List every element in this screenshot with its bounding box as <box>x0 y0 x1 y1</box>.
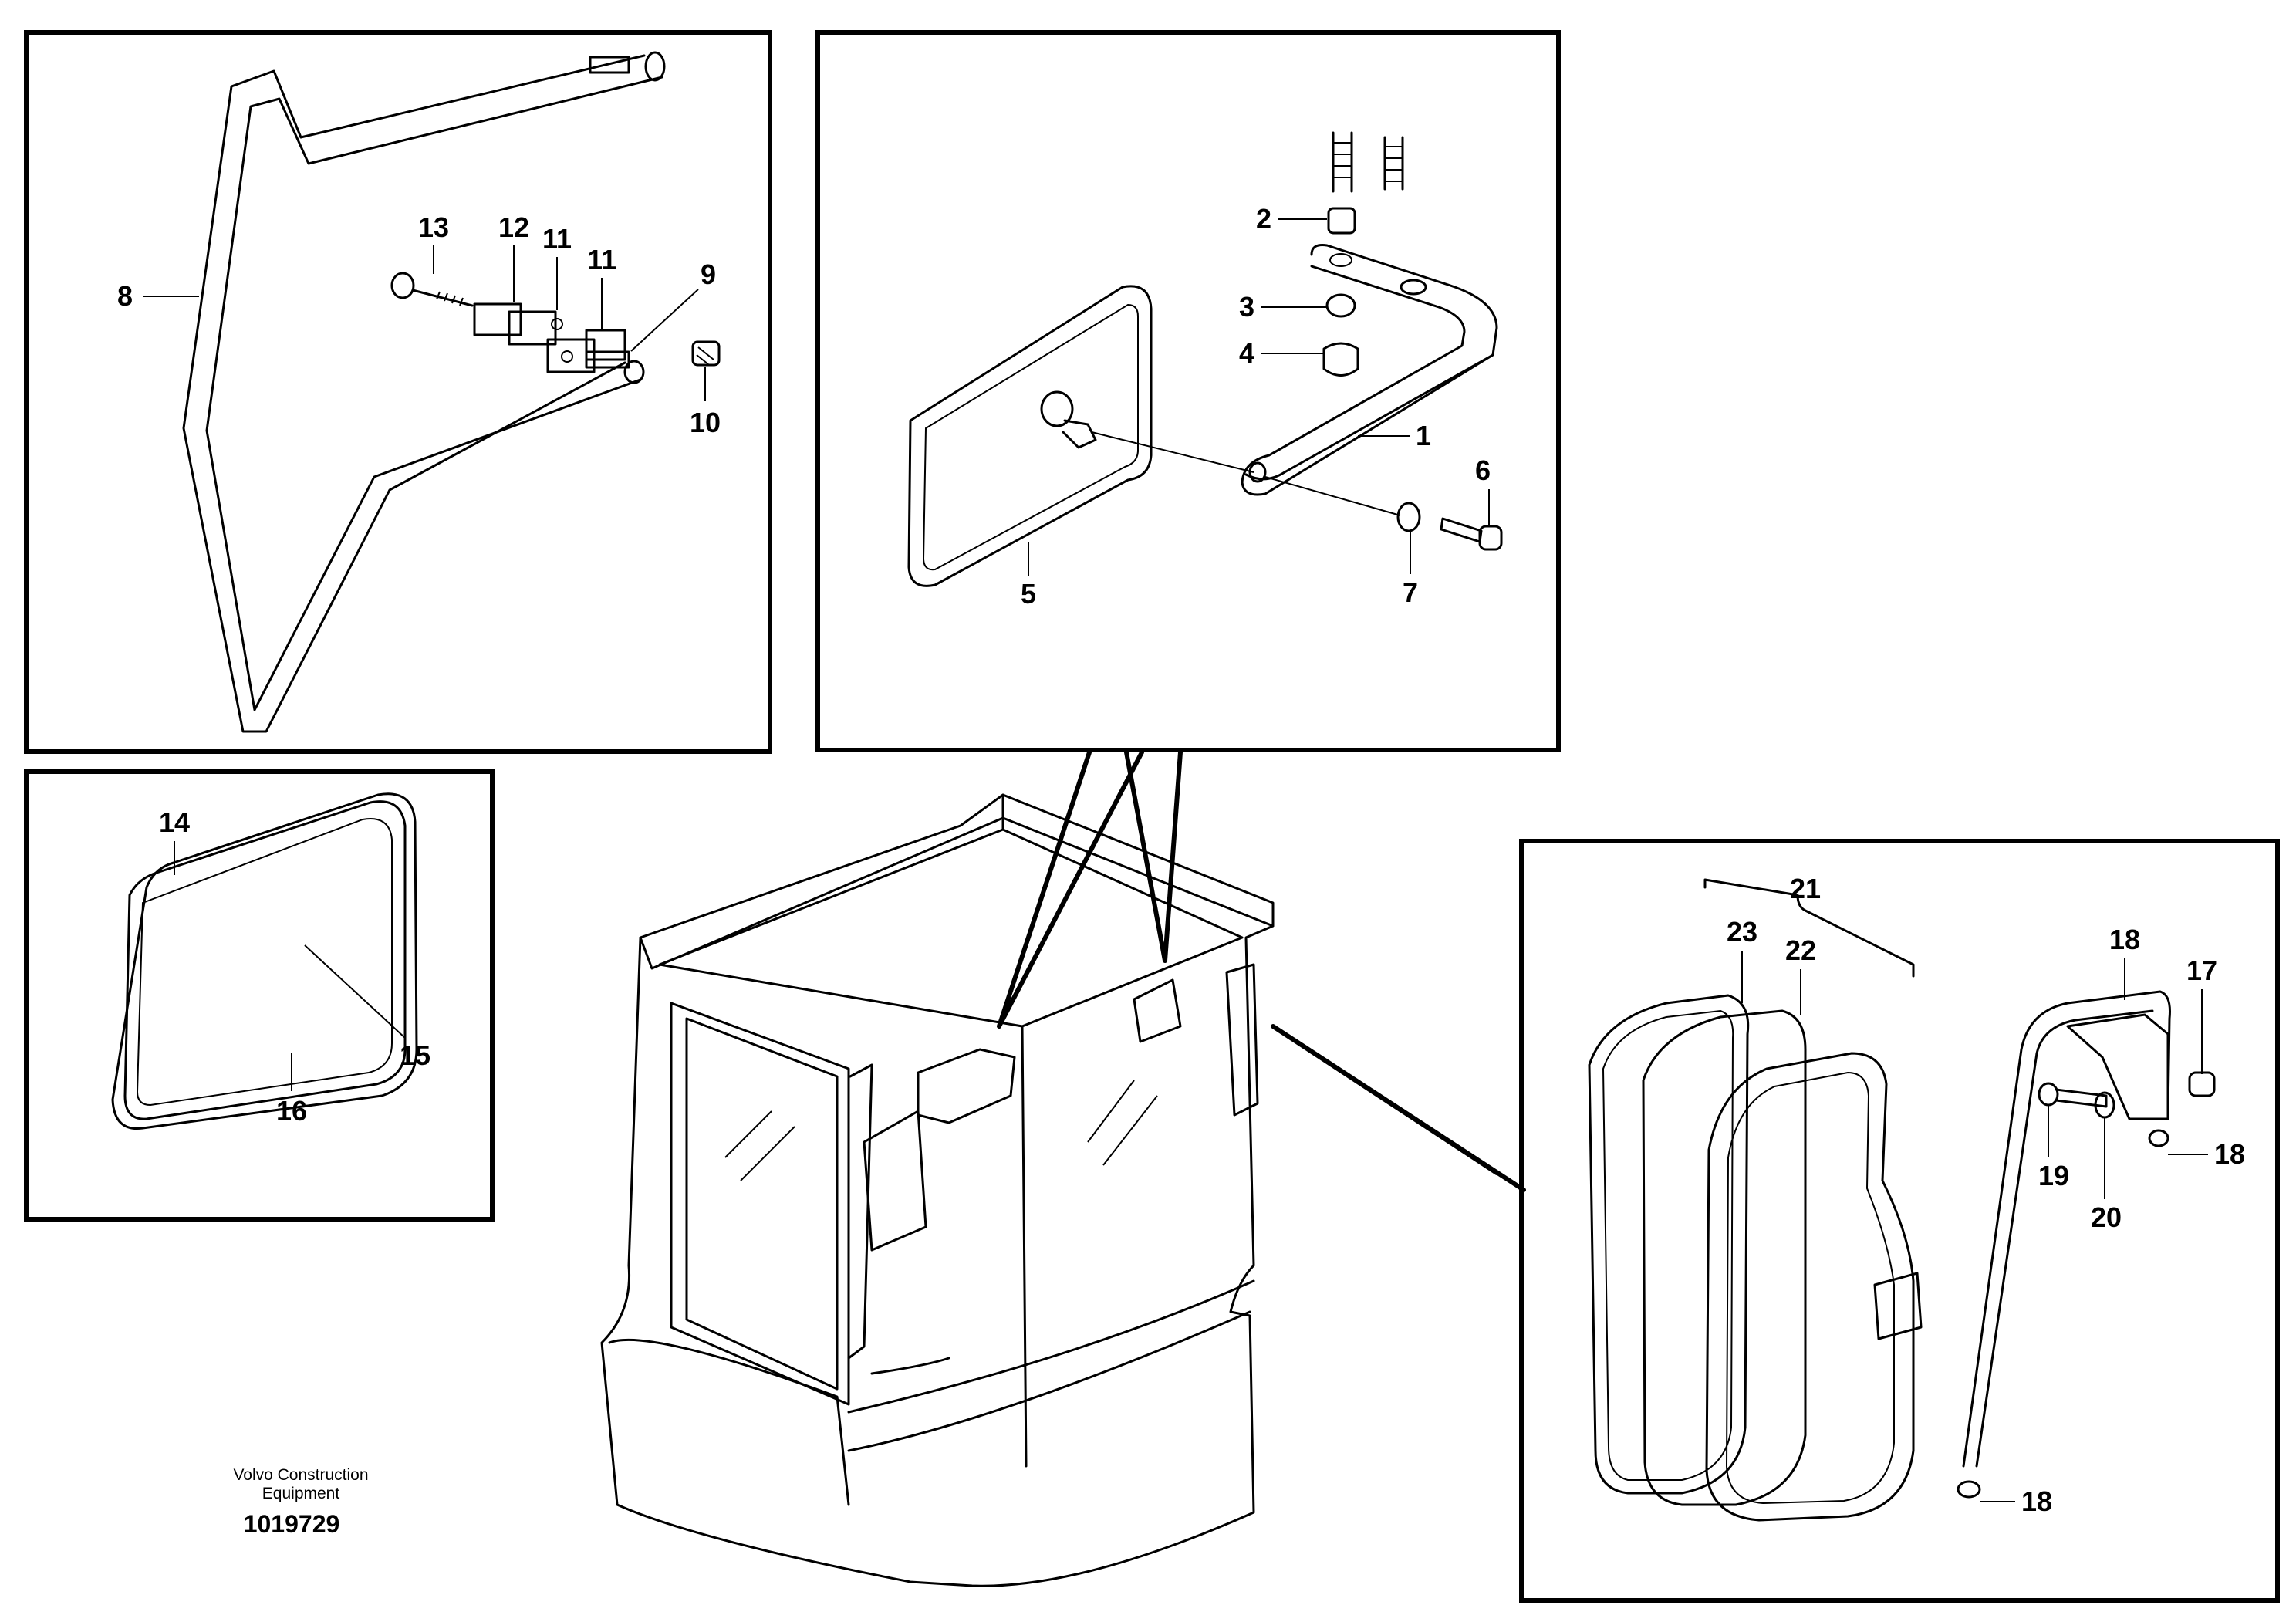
rod-18 <box>1957 990 2171 1499</box>
caption-line-1: Volvo Construction <box>233 1466 368 1484</box>
callout-12: 12 <box>498 211 529 243</box>
callout-14: 14 <box>159 806 190 838</box>
callout-11-b: 11 <box>587 244 616 275</box>
pointer-wedge-right <box>1271 1024 1526 1192</box>
cab-mirror-right <box>1133 978 1182 1043</box>
panel-mirror-arm: 2 3 4 1 6 7 5 <box>815 30 1561 752</box>
callout-21: 21 <box>1790 873 1821 904</box>
callout-1: 1 <box>1416 420 1431 451</box>
leader-15 <box>304 944 406 1039</box>
caption: Volvo Construction Equipment 1019729 <box>233 1466 368 1538</box>
mount-axis <box>1091 431 1254 473</box>
mirror-housing-23 <box>1588 994 1750 1495</box>
callout-23: 23 <box>1727 916 1757 948</box>
caption-line-2: Equipment <box>262 1485 340 1502</box>
callout-22: 22 <box>1785 934 1816 966</box>
callout-3: 3 <box>1239 291 1254 323</box>
panel-mirror-bracket-tube: 13 12 11 11 9 10 8 <box>24 30 772 754</box>
bolt-axis <box>1264 476 1401 516</box>
bracket-tube <box>182 51 666 733</box>
spacer-2 <box>1327 207 1356 235</box>
callout-9: 9 <box>701 259 716 290</box>
callout-16: 16 <box>276 1095 307 1127</box>
panel-frame <box>815 30 1561 752</box>
panel-frame <box>24 769 495 1222</box>
washer-3 <box>1325 293 1356 318</box>
callout-11-a: 11 <box>542 223 572 255</box>
pointer-wedges <box>997 750 1183 1029</box>
arm-1 <box>1241 244 1498 496</box>
callout-17: 17 <box>2186 955 2217 986</box>
bushing-4 <box>1322 342 1359 377</box>
callout-2: 2 <box>1256 203 1271 235</box>
callout-10: 10 <box>690 407 721 438</box>
screws-top <box>1332 131 1404 193</box>
callout-19: 19 <box>2038 1160 2069 1191</box>
mirror-5 <box>907 285 1153 587</box>
mirror-plate-22 <box>1642 1009 1807 1506</box>
callout-6: 6 <box>1475 454 1491 486</box>
callout-15: 15 <box>400 1039 430 1071</box>
document-number: 1019729 <box>244 1510 340 1538</box>
lock-nut <box>691 340 721 367</box>
mirror-glass-assembly <box>111 792 418 1130</box>
cab-illustration <box>600 793 1275 1587</box>
mirror-head <box>1705 1052 1923 1522</box>
nut-17 <box>2188 1071 2216 1097</box>
callout-4: 4 <box>1239 337 1254 369</box>
clamp-bolt <box>390 272 474 307</box>
callout-20: 20 <box>2091 1201 2122 1233</box>
panel-mirror-glass: 14 15 16 <box>24 769 495 1222</box>
cab-mirror-left <box>917 1048 1016 1124</box>
callout-7: 7 <box>1403 576 1418 608</box>
clamp-assembly <box>473 302 626 373</box>
callout-18-b: 18 <box>2214 1138 2245 1170</box>
callout-18-a: 18 <box>2109 924 2140 955</box>
panel-mirror-rod: 21 23 22 18 17 19 20 18 18 <box>1519 839 2280 1603</box>
callout-13: 13 <box>418 211 449 243</box>
brace-21 <box>1703 878 1915 978</box>
callout-8: 8 <box>117 280 133 312</box>
bolt-6 <box>1440 517 1503 551</box>
panel-frame <box>24 30 772 754</box>
panel-frame <box>1519 839 2280 1603</box>
callout-5: 5 <box>1021 578 1036 610</box>
leader-9 <box>630 289 699 352</box>
washer-7 <box>1396 502 1421 532</box>
callout-18-c: 18 <box>2021 1485 2052 1517</box>
